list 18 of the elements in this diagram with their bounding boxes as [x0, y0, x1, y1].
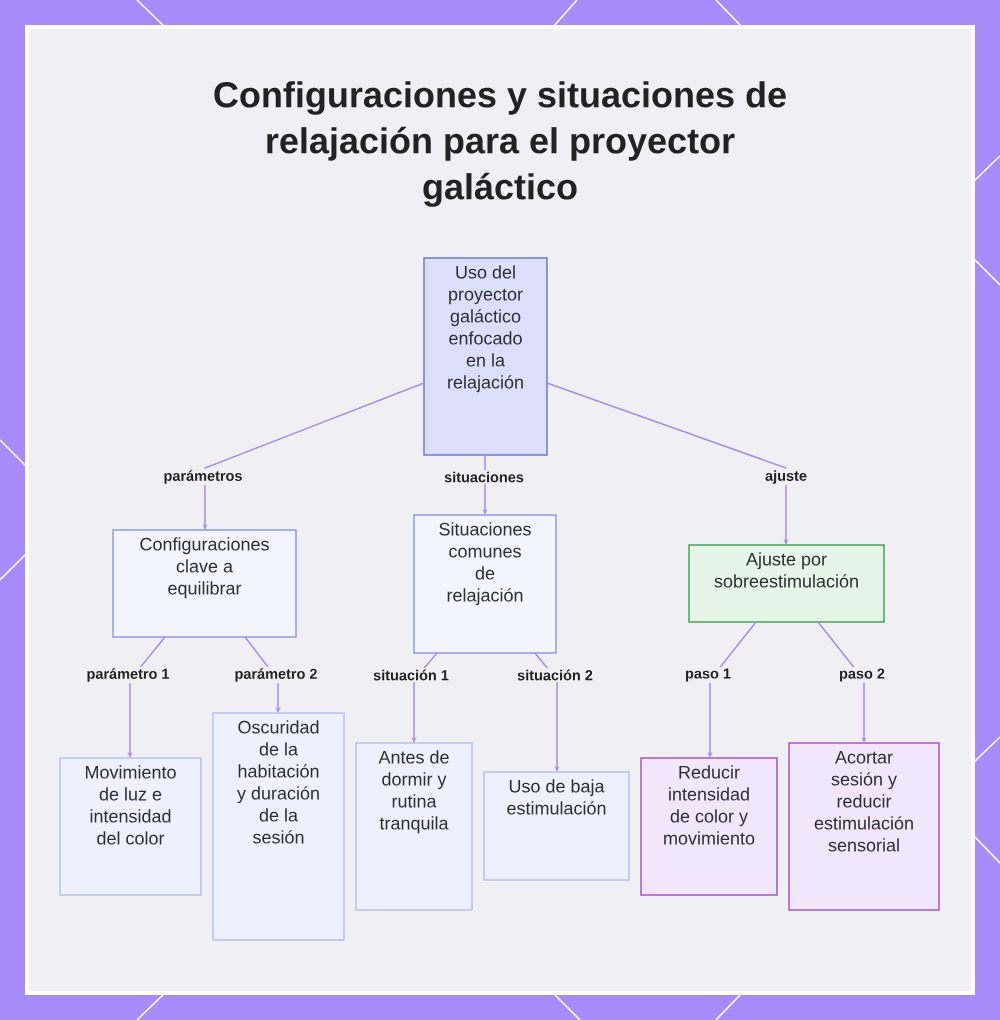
arrow — [817, 621, 867, 743]
edge-label: paso 1 — [683, 667, 733, 683]
arrow — [534, 652, 560, 772]
leaf-box: Oscuridad de la habitación y duración de la sesión — [212, 712, 345, 941]
edge-label: situación 2 — [515, 668, 595, 682]
leaf-box: Uso de baja estimulación — [483, 771, 630, 881]
title: Configuraciones y situaciones de relajación para el proyector galáctico — [214, 81, 786, 207]
leaf-box: Movimiento de luz e intensidad del color — [59, 757, 202, 896]
branch-box: Situaciones comunes de relajación — [413, 514, 557, 654]
edge-label: situación 1 — [371, 668, 451, 682]
edge-label: situaciones — [442, 470, 526, 484]
leaf-box: Antes de dormir y rutina tranquila — [355, 742, 473, 911]
topic-box: Uso del proyector galáctico enfocado en la relajación — [423, 257, 548, 456]
leaf-box: Reducir intensidad de color y movimiento — [640, 757, 778, 896]
arrow — [546, 382, 789, 545]
leaf-box: Acortar sesión y reducir estimulación sensorial — [788, 742, 940, 911]
branch-box: Configuraciones clave a equilibrar — [112, 529, 297, 638]
branch-box: Ajuste por sobreestimulación — [688, 544, 885, 623]
